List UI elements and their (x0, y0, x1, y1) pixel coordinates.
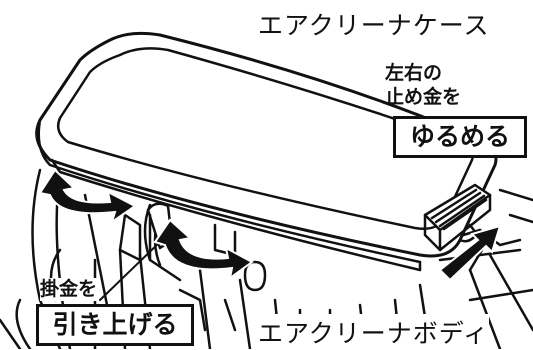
body-label: エアクリーナボディ (258, 314, 490, 350)
hook-leader-line (99, 239, 163, 301)
hook-label: 掛金を (40, 278, 98, 301)
clip-label-line2: 止め金を (385, 86, 462, 108)
clip-label-line1: 左右の (385, 62, 443, 84)
clip-action-box: ゆるめる (393, 116, 527, 158)
case-label: エアクリーナケース (258, 6, 490, 42)
curved-arrow-icon (153, 218, 254, 281)
up-arrow-icon (438, 224, 502, 282)
hook-action-box: 引き上げる (36, 304, 194, 346)
curved-arrow-icon (38, 168, 137, 225)
